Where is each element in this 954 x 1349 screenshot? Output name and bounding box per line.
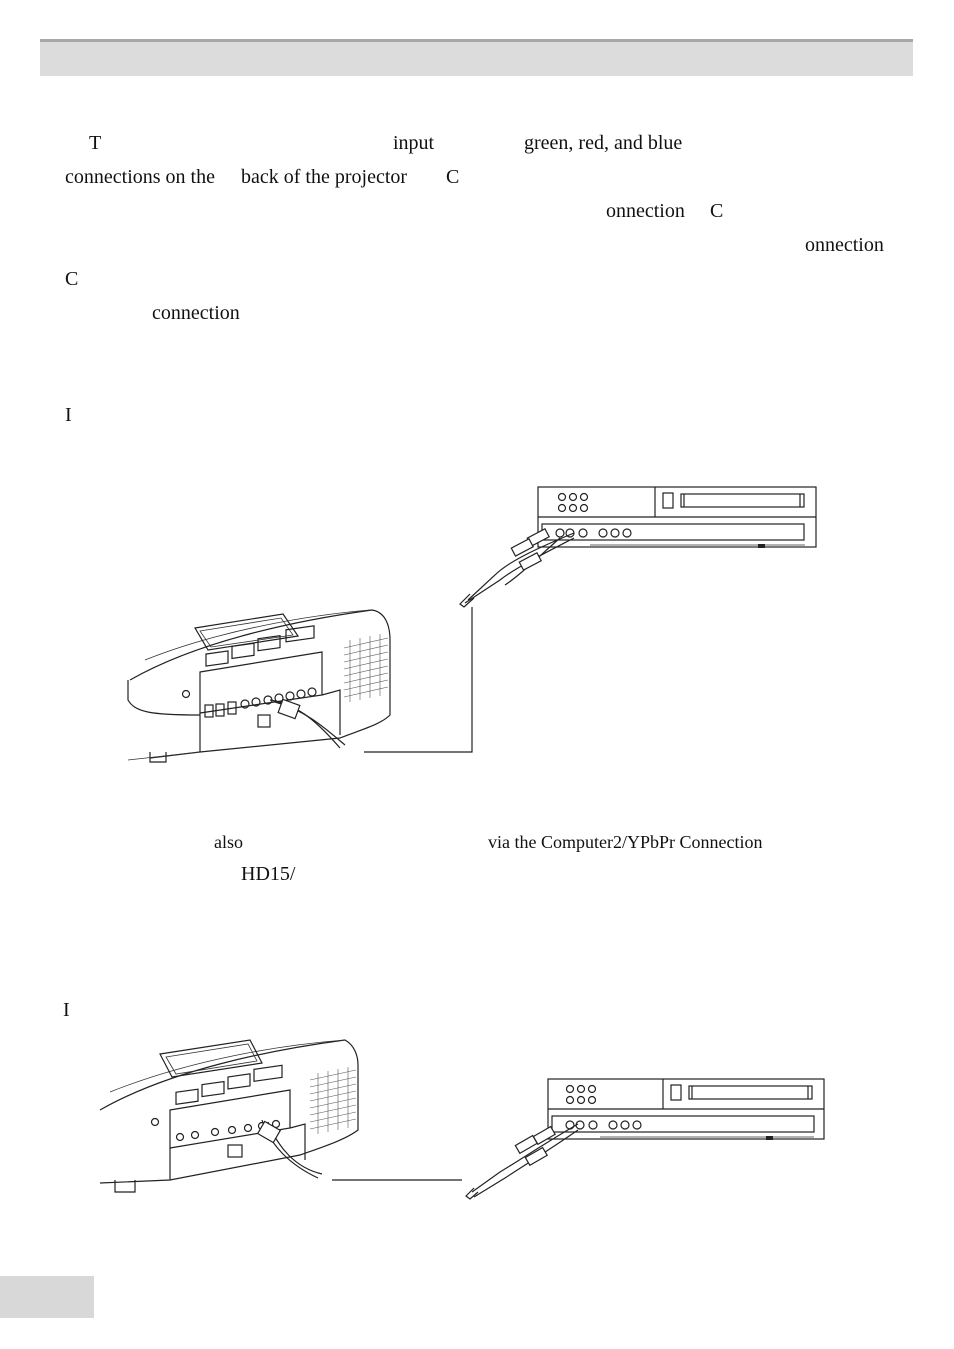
projector-illustration-2 — [99, 1039, 359, 1193]
para1-text: connection — [152, 302, 240, 324]
rca-cable-illustration — [459, 527, 575, 608]
para2-text: HD15/ — [241, 863, 296, 885]
para1-text: connections on the — [65, 166, 215, 188]
para1-text: C — [710, 200, 724, 222]
para1-text: T — [89, 132, 102, 154]
page-number-tab — [0, 1276, 94, 1318]
figure2-caption: I — [63, 999, 70, 1021]
para1-text: onnection — [606, 200, 685, 222]
para1-text: C — [446, 166, 460, 188]
para2-text: via the Computer2/YPbPr Connection — [488, 832, 763, 852]
dvd-player-illustration — [537, 486, 817, 548]
para2-text: also — [214, 832, 243, 852]
para1-text: input — [393, 132, 435, 154]
section-header-bar — [40, 39, 913, 76]
para1-text: C — [65, 268, 79, 290]
para1-text: back of the projector — [241, 166, 408, 188]
projector-illustration — [127, 609, 391, 763]
para1-text: green, red, and blue — [524, 132, 683, 154]
rca-cable-illustration-2 — [465, 1123, 579, 1200]
figure1-caption: I — [65, 404, 72, 426]
dvd-player-illustration-2 — [547, 1078, 825, 1140]
para1-text: onnection — [805, 234, 884, 256]
leader-line — [364, 607, 473, 753]
